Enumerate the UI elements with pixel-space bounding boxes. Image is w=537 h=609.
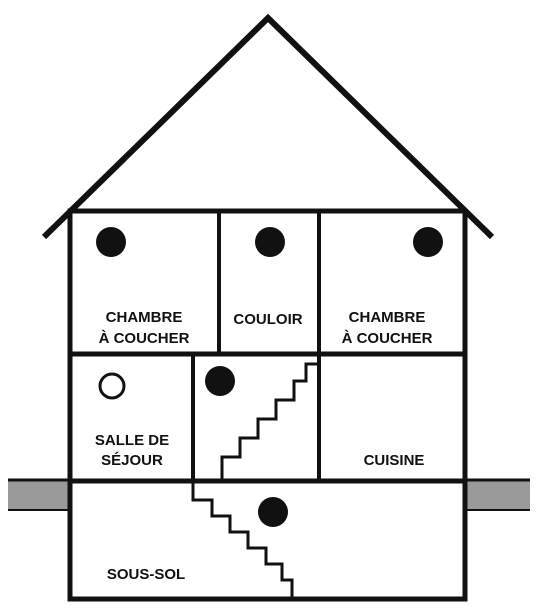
staircase-main (220, 362, 319, 481)
staircase-basement (191, 483, 294, 599)
label-bedroom-left-line2: À COUCHER (99, 330, 190, 347)
label-bedroom-right-line2: À COUCHER (342, 330, 433, 347)
smoke-detector-stairs (205, 366, 235, 396)
smoke-detector-bedroom-left (96, 227, 126, 257)
roof (41, 13, 495, 240)
label-bedroom-right-line1: CHAMBRE (349, 309, 426, 326)
label-kitchen: CUISINE (364, 452, 425, 469)
label-living-room-line1: SALLE DE (95, 432, 169, 449)
smoke-detector-basement (258, 497, 288, 527)
smoke-detector-bedroom-right (413, 227, 443, 257)
label-living-room-line2: SÉJOUR (101, 452, 163, 469)
label-bedroom-left-line1: CHAMBRE (106, 309, 183, 326)
smoke-detector-living-room (98, 372, 126, 400)
house-outline (67, 208, 468, 602)
label-hallway: COULOIR (233, 311, 302, 328)
label-basement: SOUS-SOL (107, 566, 185, 583)
smoke-detector-hallway (255, 227, 285, 257)
